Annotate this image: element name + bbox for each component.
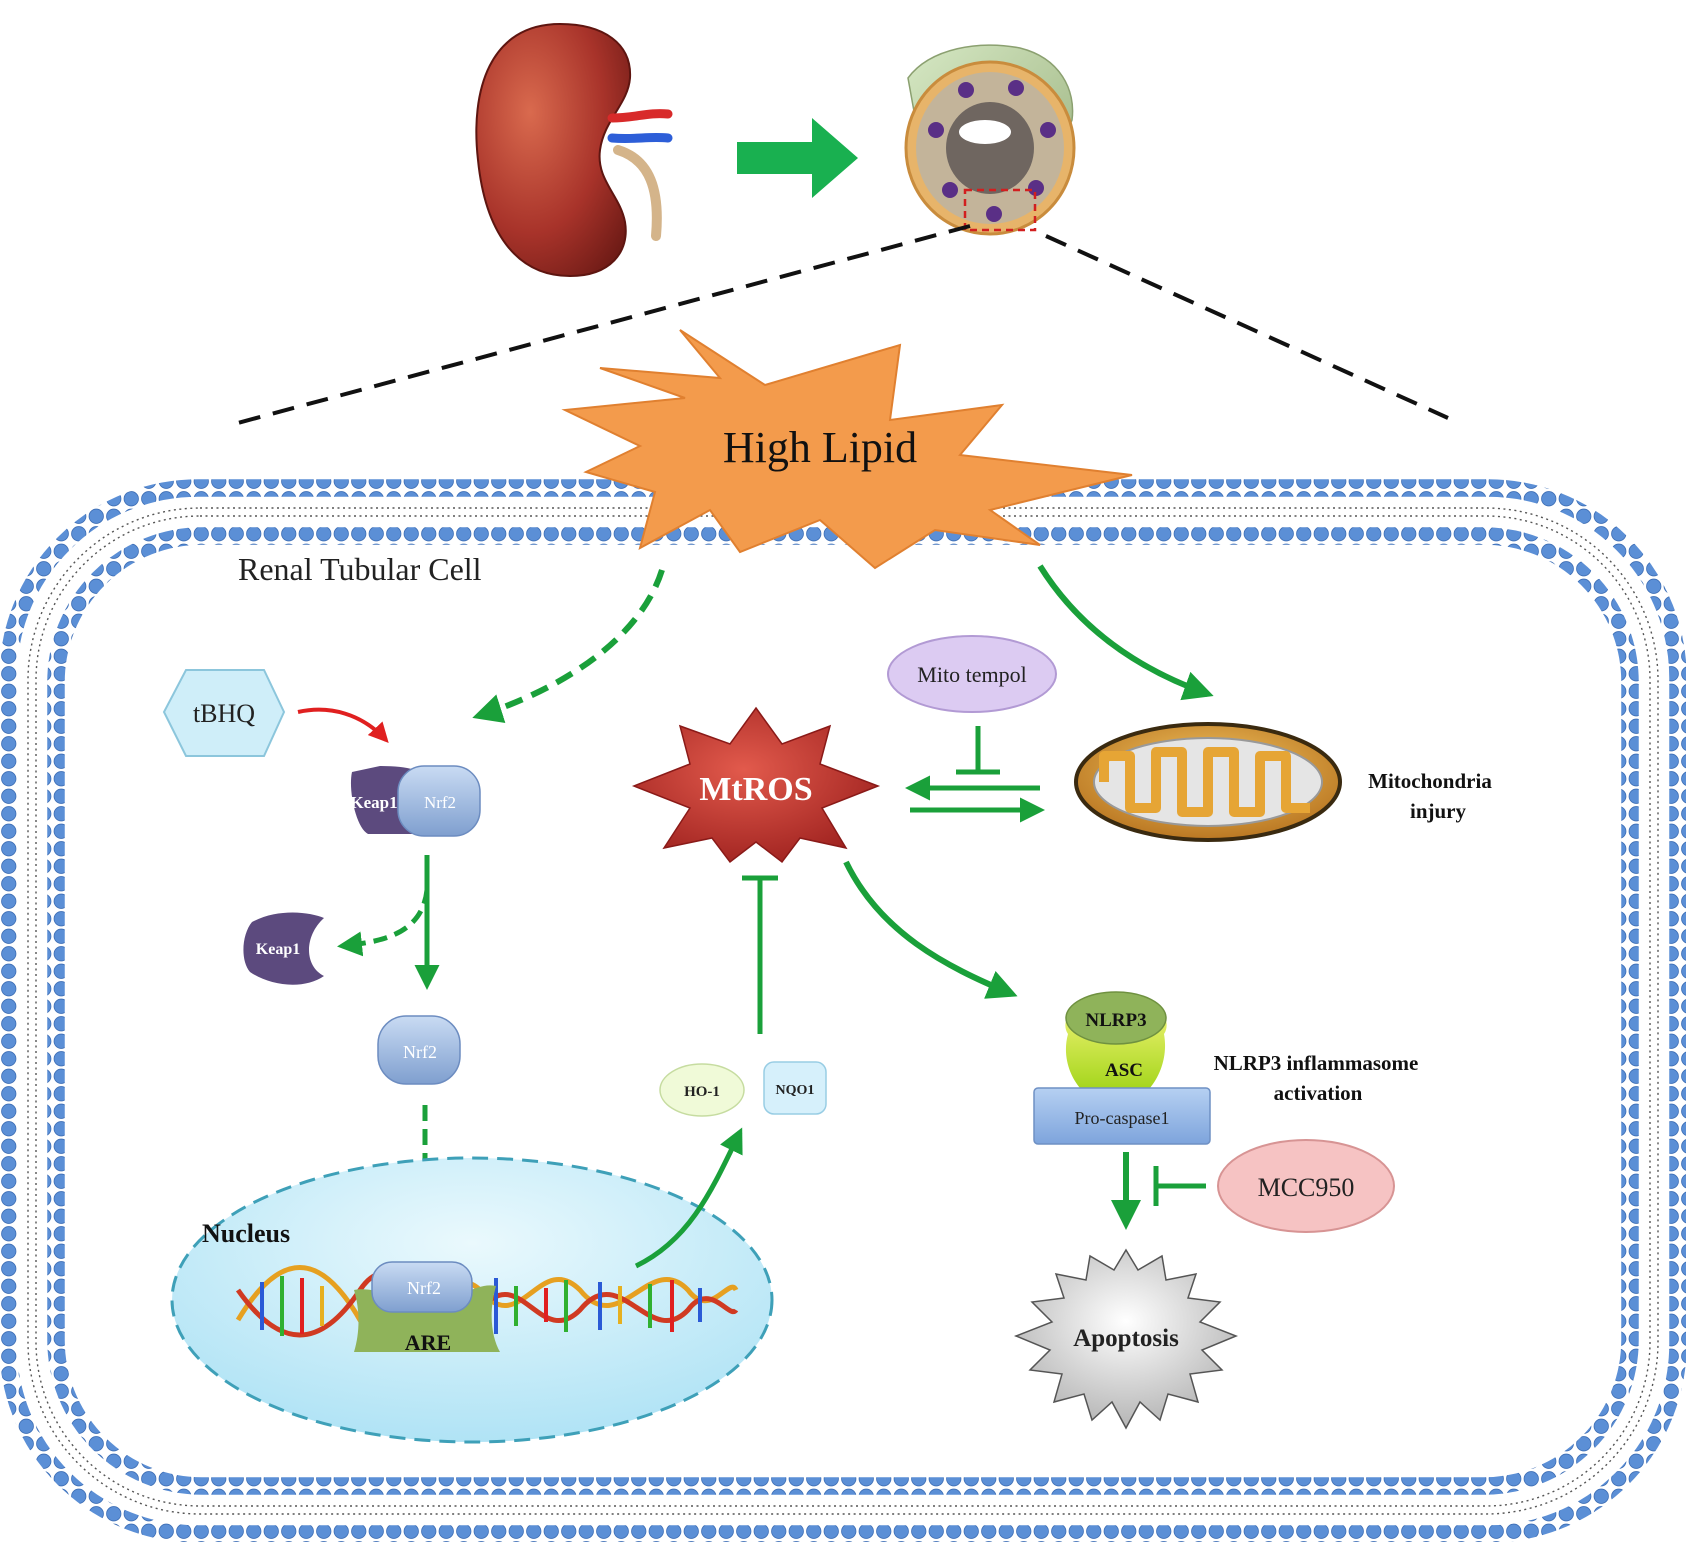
- kidney-icon: [475, 22, 673, 278]
- nucleus-label: Nucleus: [202, 1219, 290, 1248]
- inflammasome-label-1: NLRP3 inflammasome: [1214, 1051, 1419, 1075]
- apoptosis-label: Apoptosis: [1073, 1325, 1179, 1352]
- apoptosis-burst: Apoptosis: [1013, 1248, 1239, 1430]
- inflammasome-complex: NLRP3 ASC Pro-caspase1: [1033, 991, 1211, 1145]
- high-lipid-to-mitochondria-arrow: [1037, 564, 1214, 701]
- nqo1-node: NQO1: [763, 1061, 827, 1115]
- cell-label: Renal Tubular Cell: [238, 551, 482, 587]
- are-to-enzymes-arrow: [634, 1127, 743, 1269]
- procaspase-label: Pro-caspase1: [1075, 1108, 1170, 1128]
- free-nrf2-label: Nrf2: [403, 1042, 437, 1062]
- mito-tempol-label: Mito tempol: [917, 662, 1026, 687]
- nrf2-label: Nrf2: [424, 793, 456, 812]
- high-lipid-to-keap1-arrow: [472, 569, 665, 724]
- high-lipid-burst: High Lipid: [561, 329, 1133, 570]
- tbhq-label: tBHQ: [193, 699, 255, 728]
- mtros-to-inflammasome-arrow: [843, 860, 1018, 999]
- free-keap1: Keap1: [243, 912, 324, 985]
- high-lipid-label: High Lipid: [723, 423, 917, 472]
- complex-to-keap1-release-arrow: [337, 889, 430, 957]
- nuclear-nrf2: Nrf2: [371, 1261, 473, 1313]
- nqo1-inhibits-mtros: [742, 875, 778, 1034]
- tbhq-node: tBHQ: [162, 669, 286, 757]
- mitochondrion-icon: [1074, 722, 1342, 842]
- mcc950-inhibition: [1153, 1166, 1206, 1206]
- mito-tempol-node: Mito tempol: [887, 635, 1057, 713]
- tbhq-to-keap1-arrow: [297, 707, 389, 743]
- organ-to-tubule-arrow: [737, 118, 858, 198]
- free-nrf2: Nrf2: [377, 1015, 461, 1085]
- mcc950-label: MCC950: [1258, 1173, 1355, 1202]
- are-label: ARE: [405, 1330, 451, 1355]
- free-keap1-label: Keap1: [256, 941, 300, 958]
- nlrp3-label: NLRP3: [1085, 1010, 1146, 1031]
- nuclear-nrf2-label: Nrf2: [407, 1278, 441, 1298]
- mito-tempol-inhibition: [956, 726, 1000, 775]
- mito-injury-label-2: injury: [1410, 799, 1467, 823]
- mtros-burst: MtROS: [631, 706, 881, 864]
- nqo1-label: NQO1: [776, 1083, 815, 1098]
- ho1-label: HO-1: [684, 1084, 720, 1100]
- asc-label: ASC: [1105, 1060, 1143, 1081]
- mito-injury-label-1: Mitochondria: [1368, 769, 1492, 793]
- zoom-dashed-lines: [233, 224, 1449, 426]
- ho1-node: HO-1: [659, 1063, 745, 1117]
- dna-helix-icon: [235, 1265, 739, 1343]
- mtros-label: MtROS: [699, 771, 812, 808]
- inflammasome-label-2: activation: [1274, 1081, 1363, 1105]
- renal-tubule-cross-section-icon: [904, 44, 1076, 236]
- mcc950-node: MCC950: [1217, 1139, 1395, 1233]
- keap1-label: Keap1: [350, 793, 397, 812]
- keap1-nrf2-complex: Keap1 Nrf2: [350, 765, 481, 837]
